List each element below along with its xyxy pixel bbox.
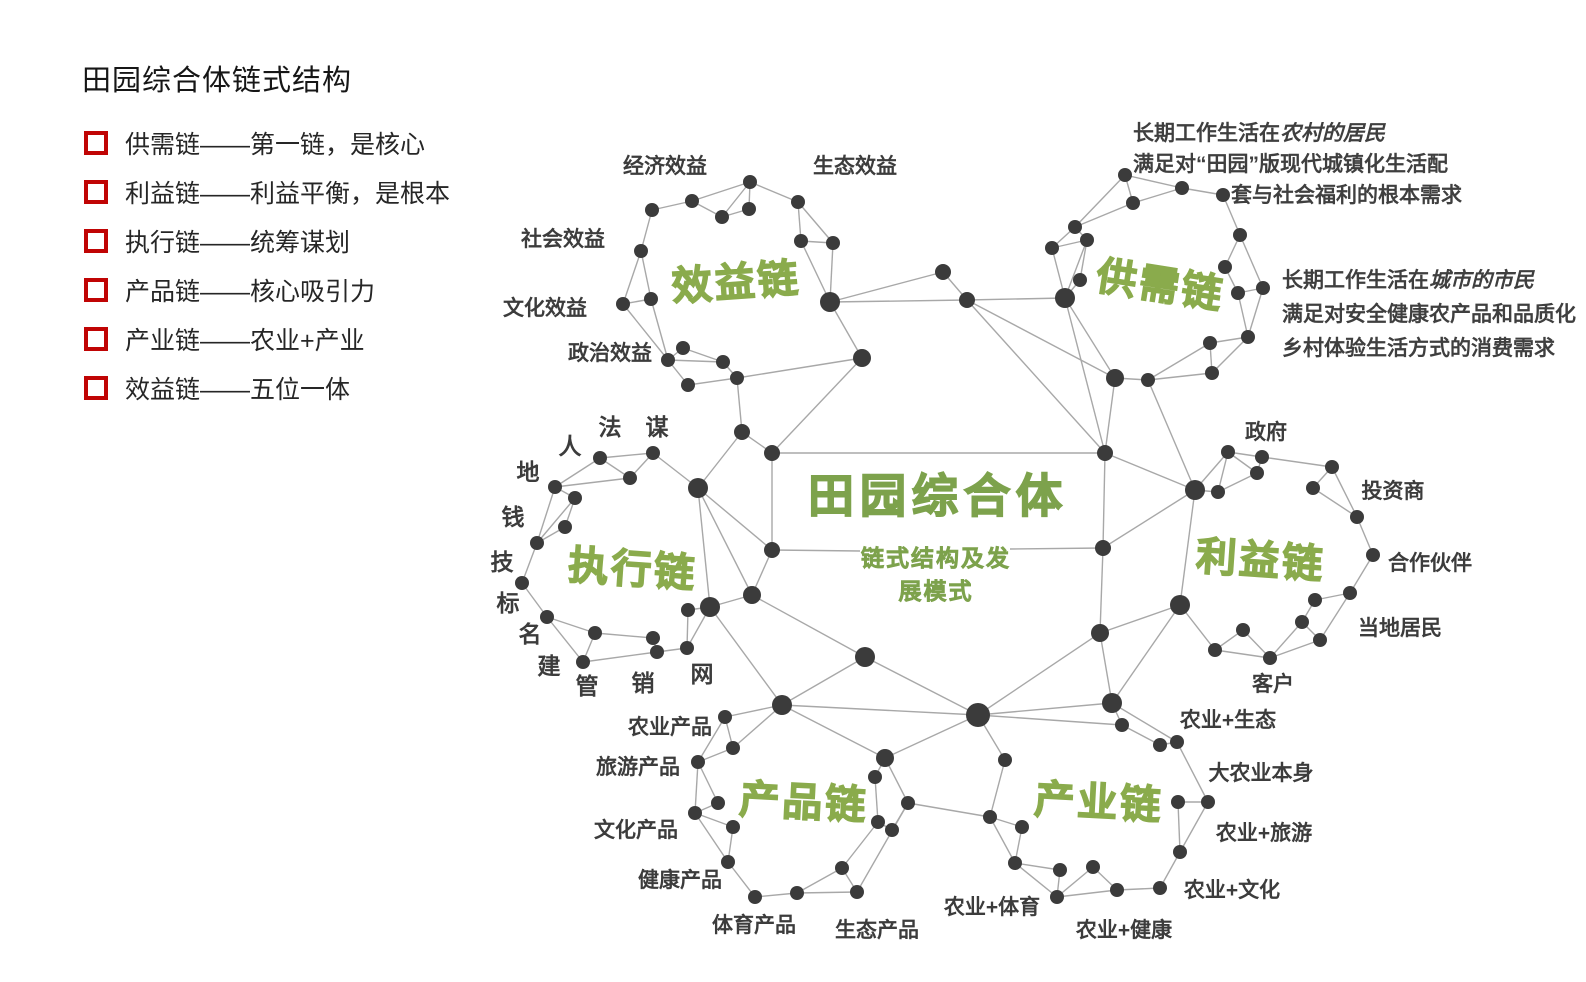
industry-item-0: 农业+生态 xyxy=(1179,709,1277,732)
interest-item-0: 政府 xyxy=(1245,421,1287,444)
supply-note-rural-line3: 套与社会福利的根本需求 xyxy=(1231,184,1462,207)
product-item-5: 生态产品 xyxy=(835,919,919,942)
bullet-square-icon xyxy=(84,228,108,253)
bullet-text: 效益链——五位一体 xyxy=(125,375,351,404)
exec-item-6: 标 xyxy=(496,590,520,616)
supply-note-rural-line1: 长期工作生活在农村的居民 xyxy=(1133,122,1385,145)
exec-item-11: 网 xyxy=(690,661,714,687)
industry-item-1: 大农业本身 xyxy=(1208,762,1314,785)
industry-item-5: 农业+体育 xyxy=(943,896,1041,919)
industry-item-4: 农业+健康 xyxy=(1075,919,1173,942)
bullet-item: 效益链——五位一体 xyxy=(84,363,450,412)
exec-item-8: 建 xyxy=(537,653,561,679)
benefit-item-2: 社会效益 xyxy=(521,228,605,251)
exec-item-3: 地 xyxy=(516,459,540,485)
bullet-square-icon xyxy=(84,375,108,400)
bullet-list: 供需链——第一链，是核心 利益链——利益平衡，是根本 执行链——统筹谋划 产品链… xyxy=(84,118,450,412)
bullet-square-icon xyxy=(84,277,108,302)
product-item-4: 体育产品 xyxy=(712,914,796,937)
page-title: 田园综合体链式结构 xyxy=(82,65,353,97)
bullet-item: 执行链——统筹谋划 xyxy=(84,216,450,265)
supply-note-urban-line2: 满足对安全健康农产品和品质化 xyxy=(1282,303,1576,326)
benefit-item-4: 政治效益 xyxy=(568,342,652,365)
center-title: 田园综合体 xyxy=(807,469,1068,523)
industry-item-2: 农业+旅游 xyxy=(1215,822,1313,845)
interest-item-3: 当地居民 xyxy=(1358,617,1442,640)
supply-note-rural: 长期工作生活在农村的居民 满足对“田园”版现代城镇化生活配 套与社会福利的根本需… xyxy=(1133,118,1462,211)
center-subtitle-line1: 链式结构及发 xyxy=(861,545,1011,572)
industry-item-3: 农业+文化 xyxy=(1183,879,1281,902)
bullet-item: 产业链——农业+产业 xyxy=(84,314,450,363)
supply-note-urban: 长期工作生活在城市的市民 满足对安全健康农产品和品质化 乡村体验生活方式的消费需… xyxy=(1282,264,1576,366)
interest-item-4: 客户 xyxy=(1252,673,1294,696)
bullet-text: 产业链——农业+产业 xyxy=(125,326,365,355)
benefit-item-0: 经济效益 xyxy=(623,155,707,178)
bullet-text: 利益链——利益平衡，是根本 xyxy=(125,179,451,208)
exec-item-4: 钱 xyxy=(501,504,525,530)
supply-note-urban-line3: 乡村体验生活方式的消费需求 xyxy=(1282,337,1555,360)
chain-label-interest: 利益链 xyxy=(1194,534,1327,588)
exec-item-7: 名 xyxy=(518,621,542,647)
exec-item-1: 法 xyxy=(598,414,622,440)
product-item-2: 文化产品 xyxy=(594,819,678,842)
product-item-3: 健康产品 xyxy=(638,869,722,892)
bullet-item: 利益链——利益平衡，是根本 xyxy=(84,167,450,216)
bullet-item: 供需链——第一链，是核心 xyxy=(84,118,450,167)
exec-item-10: 销 xyxy=(631,670,655,696)
bullet-item: 产品链——核心吸引力 xyxy=(84,265,450,314)
bullet-text: 供需链——第一链，是核心 xyxy=(125,130,426,159)
interest-item-2: 合作伙伴 xyxy=(1388,552,1472,575)
bullet-text: 产品链——核心吸引力 xyxy=(125,277,376,306)
interest-item-1: 投资商 xyxy=(1361,480,1425,503)
bullet-square-icon xyxy=(84,326,108,351)
supply-note-rural-line2: 满足对“田园”版现代城镇化生活配 xyxy=(1133,153,1448,176)
exec-item-2: 谋 xyxy=(645,414,669,440)
exec-item-5: 技 xyxy=(490,549,514,575)
benefit-item-3: 文化效益 xyxy=(503,297,587,320)
chain-label-industry: 产业链 xyxy=(1033,777,1166,829)
emphasis-text: 农村的居民 xyxy=(1280,122,1385,145)
exec-item-0: 人 xyxy=(558,433,582,459)
benefit-item-1: 生态效益 xyxy=(813,155,897,178)
product-item-0: 农业产品 xyxy=(628,716,712,739)
supply-note-urban-line1: 长期工作生活在城市的市民 xyxy=(1282,269,1534,292)
bullet-square-icon xyxy=(84,179,108,204)
center-subtitle-line2: 展模式 xyxy=(898,578,974,605)
exec-item-9: 管 xyxy=(575,673,599,699)
bullet-square-icon xyxy=(84,130,108,155)
bullet-text: 执行链——统筹谋划 xyxy=(125,228,351,257)
chain-label-product: 产品链 xyxy=(738,777,871,829)
chain-label-exec: 执行链 xyxy=(566,543,699,597)
emphasis-text: 城市的市民 xyxy=(1429,269,1534,292)
product-item-1: 旅游产品 xyxy=(596,756,680,779)
chain-label-benefit: 效益链 xyxy=(670,256,803,310)
